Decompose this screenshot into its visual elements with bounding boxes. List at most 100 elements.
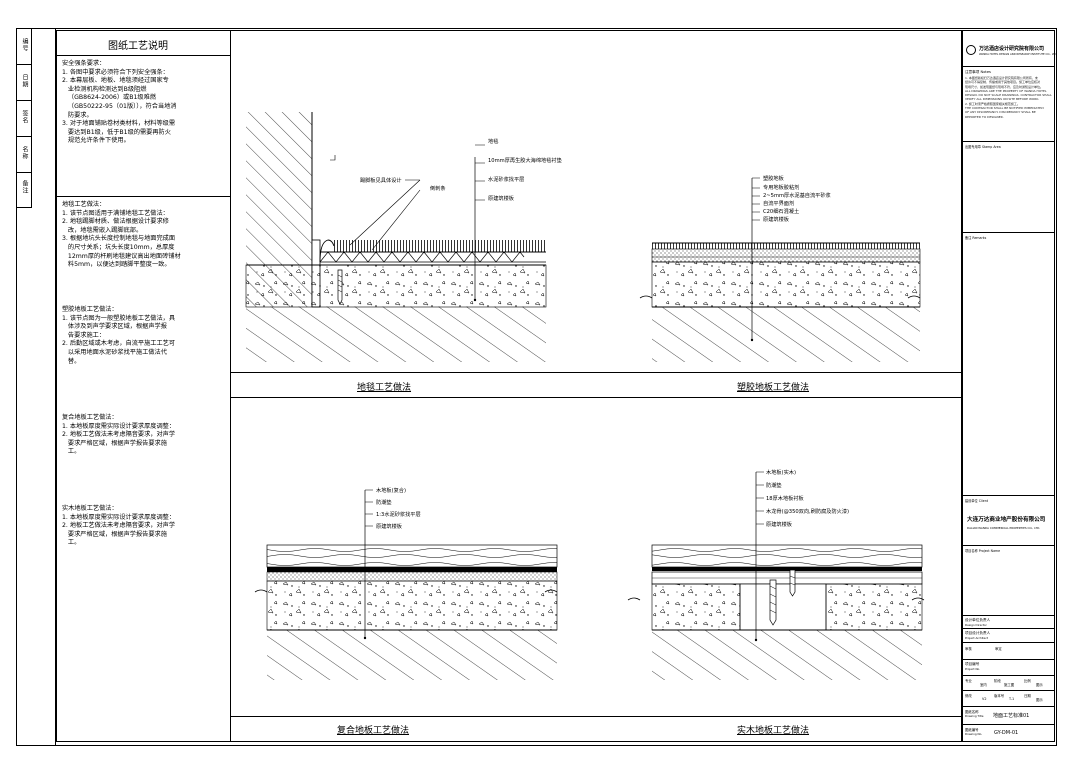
field-check: 审核 bbox=[965, 647, 972, 651]
divider-caption-top bbox=[231, 372, 962, 373]
solid-label-3: 木龙骨(@350双向,刷防腐及防火漆) bbox=[766, 507, 849, 515]
client-name-en: DALIAN WANDA COMMERCIAL PROPERTIES CO., … bbox=[967, 526, 1041, 530]
vinyl-label-1: 专用地板胶粘剂 bbox=[763, 183, 799, 191]
tb-rule-11 bbox=[962, 690, 1055, 691]
vinyl-label-2: 2~5mm厚水泥基自流平砂浆 bbox=[763, 191, 831, 199]
caption-composite: 复合地板工艺做法 bbox=[337, 726, 410, 736]
vinyl-section bbox=[639, 177, 921, 362]
divider-caption-bottom bbox=[231, 716, 962, 717]
side-strip-rule-1 bbox=[16, 64, 32, 65]
field-drawing-no-en: Drawing No. bbox=[965, 732, 983, 736]
tb-rule-8 bbox=[962, 642, 1055, 643]
side-strip-table bbox=[16, 28, 32, 208]
vinyl-label-3: 自流平界面剂 bbox=[763, 199, 794, 207]
field-date-val: 图示 bbox=[1036, 698, 1043, 702]
field-design-director: 设计单位负责人 bbox=[965, 618, 991, 622]
carpet-label-0: 地毯 bbox=[488, 137, 498, 145]
notes-safety: 安全强条要求： 1. 各图中要求必须符合下列安全强条： 2. 本幕层板、地板、地… bbox=[62, 60, 177, 145]
field-discipline: 专业 bbox=[965, 679, 972, 683]
tb-rule-2 bbox=[962, 141, 1055, 142]
vinyl-label-4: C20细石混凝土 bbox=[763, 207, 799, 215]
side-label-date: 日期 bbox=[21, 74, 28, 88]
notes-title-rule bbox=[56, 55, 231, 56]
field-project-no-en: Project No. bbox=[965, 667, 981, 671]
field-revision: 修改 bbox=[965, 694, 972, 698]
project-label: 项目名称 Project Name bbox=[965, 549, 1001, 553]
solid-section bbox=[627, 471, 925, 680]
carpet-label-4: 踢脚板见具体设计 bbox=[360, 176, 402, 184]
tb-rule-4 bbox=[962, 495, 1055, 496]
notice-text: 1. 本图纸版权归万达酒店设计研究院有限公司所有，未 经许可不得复制、传播或用于… bbox=[965, 76, 1052, 119]
field-drawing-no: 图纸编号 bbox=[965, 728, 979, 732]
remarks-label: 备注 Remarks bbox=[965, 236, 987, 240]
field-project-no: 项目编号 bbox=[965, 662, 980, 666]
drawing-border bbox=[56, 30, 962, 742]
notes-vinyl: 塑胶地板工艺做法： 1. 该节点图为一般塑胶地板工艺做法，具 体涉及到声学要求区… bbox=[62, 306, 176, 365]
tb-rule-1 bbox=[962, 66, 1055, 67]
divider-horizontal-mid bbox=[231, 397, 962, 398]
field-version: 版本号 bbox=[994, 694, 1005, 698]
field-drawing-title: 图纸名称 bbox=[965, 710, 979, 714]
field-drawing-title-en: Drawing Title bbox=[965, 714, 984, 718]
stamp-label: 出图专用章 Stamp Area bbox=[965, 145, 1001, 149]
composite-section bbox=[254, 489, 558, 680]
side-strip-rule-2 bbox=[16, 100, 32, 101]
tb-rule-9 bbox=[962, 659, 1055, 660]
caption-vinyl: 塑胶地板工艺做法 bbox=[737, 383, 810, 393]
side-strip-rule-4 bbox=[16, 172, 32, 173]
composite-label-2: 1:3水泥砂浆找平层 bbox=[376, 510, 421, 518]
field-date: 日期 bbox=[1024, 694, 1031, 698]
notes-composite: 复合地板工艺做法： 1. 本地板厚度需实际设计要求厚度调整： 2. 地板工艺做法… bbox=[62, 414, 176, 456]
caption-carpet: 地毯工艺做法 bbox=[357, 383, 412, 393]
carpet-label-5: 倒刺条 bbox=[430, 184, 446, 192]
carpet-label-3: 原建筑楼板 bbox=[488, 194, 515, 202]
notes-section-rule bbox=[56, 196, 231, 197]
side-label-sign: 签名 bbox=[21, 110, 28, 124]
company-logo-icon bbox=[966, 45, 976, 55]
notice-head: 注意事项 Notes bbox=[965, 70, 991, 74]
field-discipline-val: 室内 bbox=[980, 683, 987, 687]
vinyl-label-0: 塑胶地板 bbox=[763, 174, 785, 182]
notes-carpet: 地毯工艺做法： 1. 该节点图适用于满铺地毯工艺做法： 2. 地毯踢脚材质、做法… bbox=[62, 201, 181, 269]
field-scale-val: 图示 bbox=[1036, 683, 1043, 687]
tb-rule-13 bbox=[962, 724, 1055, 725]
notes-column bbox=[56, 30, 231, 742]
side-strip bbox=[16, 28, 56, 746]
solid-label-2: 18厚木地板衬板 bbox=[766, 494, 805, 502]
carpet-label-2: 水泥砂浆找平层 bbox=[488, 175, 524, 183]
client-name: 大连万达商业地产股份有限公司 bbox=[967, 517, 1046, 523]
carpet-section bbox=[245, 112, 547, 362]
tb-rule-3 bbox=[962, 232, 1055, 233]
title-block bbox=[962, 30, 1055, 742]
side-label-remark: 备注 bbox=[21, 180, 28, 194]
client-label: 建设单位 Client bbox=[965, 499, 988, 503]
vinyl-label-5: 原建筑楼板 bbox=[763, 215, 790, 223]
solid-label-0: 木地板(实木) bbox=[766, 468, 796, 476]
field-design-director-en: Design Director bbox=[965, 623, 987, 627]
outer-border bbox=[16, 28, 1057, 746]
solid-label-4: 原建筑楼板 bbox=[766, 520, 793, 528]
carpet-label-1: 10mm厚再生胶大海绵地毯衬垫 bbox=[488, 156, 563, 164]
field-scale: 比例 bbox=[1024, 679, 1031, 683]
solid-label-1: 防潮垫 bbox=[766, 481, 782, 489]
field-version-val: T-1 bbox=[1009, 697, 1015, 701]
company-name: 万达酒店设计研究院有限公司 bbox=[979, 46, 1045, 52]
composite-label-0: 木地板(复合) bbox=[376, 486, 406, 494]
composite-label-3: 原建筑楼板 bbox=[376, 522, 403, 530]
composite-label-1: 防潮垫 bbox=[376, 498, 392, 506]
company-name-en: WANDA HOTEL DESIGN AND RESEARCH INSTITUT… bbox=[979, 53, 1058, 56]
drawing-number: GY-DM-01 bbox=[994, 730, 1019, 736]
drawing-title: 地面工艺标准01 bbox=[993, 713, 1030, 719]
notes-solid: 实木地板工艺做法： 1. 本地板厚度需实际设计要求厚度调整： 2. 地板工艺做法… bbox=[62, 505, 176, 547]
field-project-architect-en: Project Architect bbox=[965, 636, 988, 640]
tb-rule-10 bbox=[962, 675, 1055, 676]
field-approve: 审定 bbox=[995, 647, 1002, 651]
field-project-architect: 项目设计负责人 bbox=[965, 631, 991, 635]
tb-rule-5 bbox=[962, 545, 1055, 546]
field-stage-val: 施工图 bbox=[1004, 683, 1015, 687]
tb-rule-7 bbox=[962, 628, 1055, 629]
tb-rule-12 bbox=[962, 706, 1055, 707]
field-revision-val: V2 bbox=[982, 697, 987, 701]
side-strip-rule-3 bbox=[16, 136, 32, 137]
